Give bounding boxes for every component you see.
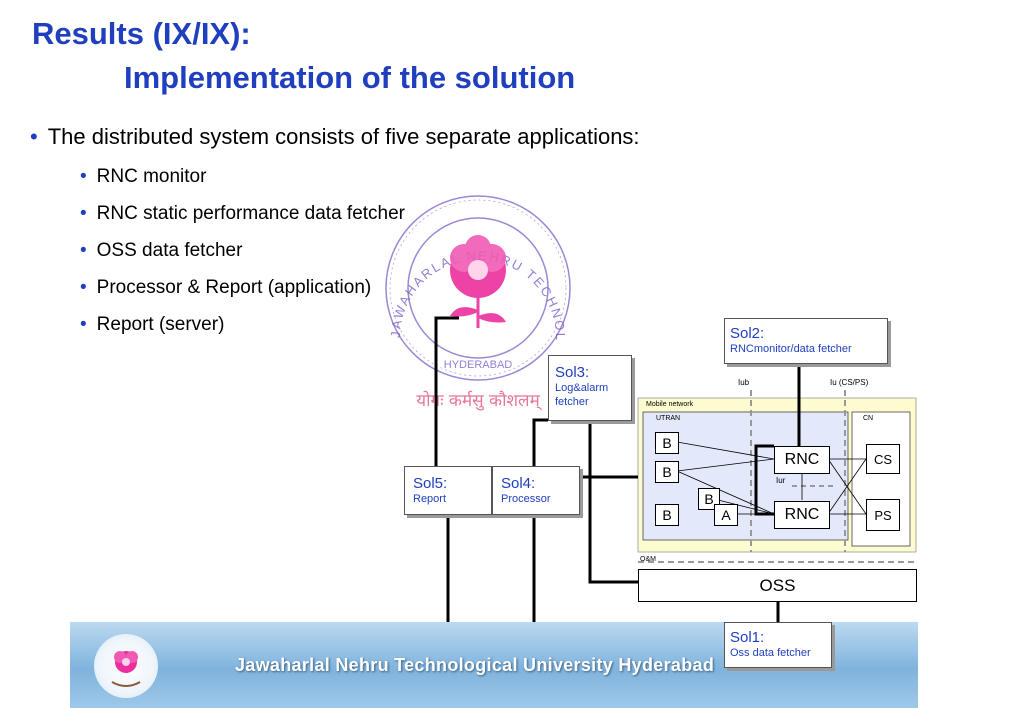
sol1-title: Sol1: <box>730 629 765 646</box>
sol2-box: Sol2: RNCmonitor/data fetcher <box>724 318 888 364</box>
node-a: A <box>714 504 738 526</box>
bullet-dot-icon: • <box>80 203 87 224</box>
iu-label: Iu (CS/PS) <box>830 378 869 387</box>
sub-bullet: • RNC monitor <box>80 166 206 188</box>
sol1-subtitle: Oss data fetcher <box>730 647 811 659</box>
main-bullet: • The distributed system consists of five… <box>30 124 640 150</box>
iur-label: Iur <box>776 476 786 485</box>
node-b: B <box>655 461 679 483</box>
sol2-title: Sol2: <box>730 325 765 342</box>
sub-bullet: • Processor & Report (application) <box>80 277 371 299</box>
svg-text:HYDERABAD: HYDERABAD <box>444 359 513 371</box>
sub-bullet-text: RNC static performance data fetcher <box>96 203 406 224</box>
sub-bullet: • OSS data fetcher <box>80 240 242 262</box>
sol4-title: Sol4: <box>501 475 536 492</box>
node-b: B <box>655 432 679 454</box>
sol2-subtitle: RNCmonitor/data fetcher <box>730 343 852 355</box>
iub-label: Iub <box>738 378 750 387</box>
mobile-network-label: Mobile network <box>646 401 694 408</box>
sol3-title: Sol3: <box>555 364 590 381</box>
svg-text:योगः कर्मसु कौशलम्: योगः कर्मसु कौशलम् <box>416 390 543 411</box>
sol4-box: Sol4: Processor <box>492 466 580 515</box>
cn-label: CN <box>863 415 874 422</box>
footer-university-name: Jawaharlal Nehru Technological Universit… <box>235 655 715 675</box>
rnc-node: RNC <box>774 446 830 474</box>
bullet-dot-icon: • <box>80 277 87 298</box>
bullet-dot-icon: • <box>80 314 87 335</box>
sub-bullet: • RNC static performance data fetcher <box>80 203 405 225</box>
university-logo-icon <box>94 634 158 698</box>
bullet-dot-icon: • <box>30 124 38 149</box>
sol4-subtitle: Processor <box>501 493 551 505</box>
sub-bullet-text: Processor & Report (application) <box>96 277 372 298</box>
slide-title-line2: Implementation of the solution <box>124 60 576 95</box>
sol3-box: Sol3: Log&alarm fetcher <box>548 355 632 421</box>
sub-bullet-text: RNC monitor <box>96 166 207 187</box>
sub-bullet: • Report (server) <box>80 314 224 336</box>
sol1-box: Sol1: Oss data fetcher <box>724 622 832 668</box>
om-label: O&M <box>640 556 656 563</box>
sol5-subtitle: Report <box>413 493 447 505</box>
bullet-dot-icon: • <box>80 240 87 261</box>
sub-bullet-text: Report (server) <box>96 314 225 335</box>
oss-node: OSS <box>638 569 917 602</box>
sol3-subtitle: Log&alarm fetcher <box>555 382 609 408</box>
ps-node: PS <box>866 499 900 531</box>
slide-title-line1: Results (IX/IX): <box>32 16 251 51</box>
university-seal-logo: JAWAHARLAL NEHRU TECHNOLOGICAL UNIVERSIT… <box>378 178 571 411</box>
sub-bullet-text: OSS data fetcher <box>96 240 243 261</box>
main-bullet-text: The distributed system consists of five … <box>47 124 640 149</box>
sol5-box: Sol5: Report <box>404 466 492 515</box>
bullet-dot-icon: • <box>80 166 87 187</box>
node-b: B <box>655 504 679 526</box>
cs-node: CS <box>866 444 900 474</box>
rnc-node: RNC <box>774 501 830 529</box>
sol5-title: Sol5: <box>413 475 448 492</box>
utran-label: UTRAN <box>656 415 681 422</box>
